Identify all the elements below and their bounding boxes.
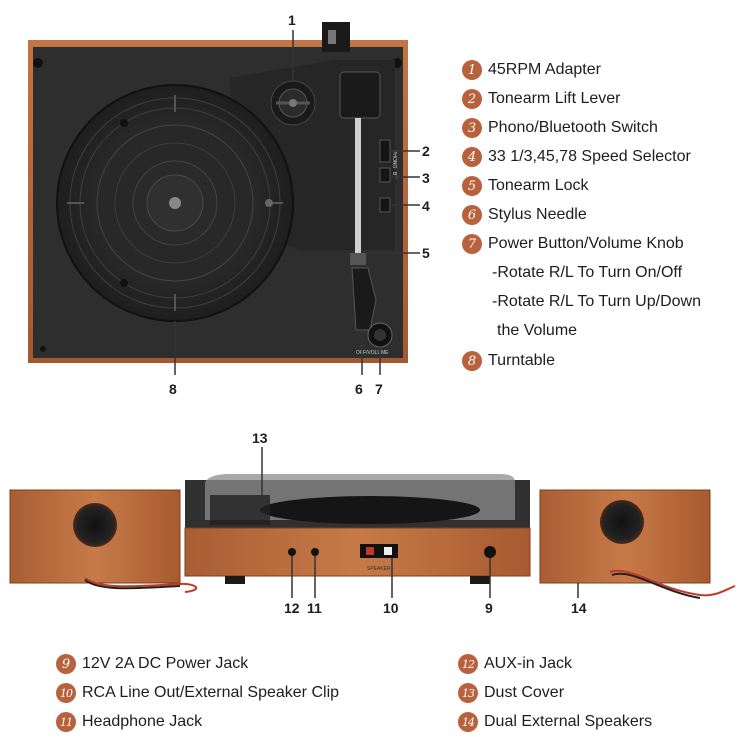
legend-item-4: 4 33 1/3,45,78 Speed Selector — [462, 145, 691, 169]
legend-item-11: 11 Headphone Jack — [56, 710, 202, 734]
legend-item-5: 5 Tonearm Lock — [462, 174, 589, 198]
left-speaker-port-icon — [73, 503, 117, 547]
callout-4: 4 — [422, 198, 430, 214]
legend-item-14: 14 Dual External Speakers — [458, 710, 652, 734]
legend-item-3: 3 Phono/Bluetooth Switch — [462, 116, 658, 140]
phono-bt-switch — [379, 167, 391, 183]
spindle — [169, 197, 181, 209]
right-speaker-port-icon — [600, 500, 644, 544]
legend-label: AUX-in Jack — [484, 655, 573, 672]
callout-14: 14 — [571, 600, 587, 616]
stylus-headshell — [351, 267, 377, 331]
legend-label: Dual External Speakers — [484, 713, 653, 730]
number-badge-icon: 14 — [458, 712, 478, 732]
legend-subtext: -Rotate R/L To Turn On/Off — [492, 264, 683, 281]
callout-10: 10 — [383, 600, 399, 616]
legend-label: Turntable — [488, 352, 555, 369]
callout-3: 3 — [422, 170, 430, 186]
callout-8: 8 — [169, 381, 177, 397]
speed-selector — [379, 197, 391, 213]
legend-item-9: 9 12V 2A DC Power Jack — [56, 652, 248, 676]
legend-item-13: 13 Dust Cover — [458, 681, 564, 705]
legend-label: 33 1/3,45,78 Speed Selector — [488, 148, 691, 165]
legend-label: Headphone Jack — [82, 713, 203, 730]
turntable-front-panel — [184, 527, 531, 577]
number-badge-icon: 7 — [462, 234, 482, 254]
legend-item-10: 10 RCA Line Out/External Speaker Clip — [56, 681, 339, 705]
legend-label: 45RPM Adapter — [488, 61, 601, 78]
lift-lever — [379, 139, 391, 163]
number-badge-icon: 11 — [56, 712, 76, 732]
legend-label: Phono/Bluetooth Switch — [488, 119, 658, 136]
callout-12: 12 — [284, 600, 300, 616]
number-badge-icon: 4 — [462, 147, 482, 167]
tonearm — [355, 118, 361, 253]
callout-1: 1 — [288, 12, 296, 28]
callout-7: 7 — [375, 381, 383, 397]
legend-item-8: 8 Turntable — [462, 349, 555, 373]
speaker-label: SPEAKER — [367, 566, 391, 572]
tonearm-lock — [350, 253, 366, 265]
legend-label: Tonearm Lift Lever — [488, 90, 621, 107]
number-badge-icon: 6 — [462, 205, 482, 225]
callout-5: 5 — [422, 245, 430, 261]
headphone-jack-icon — [311, 548, 319, 556]
callout-2: 2 — [422, 143, 430, 159]
speaker-cable — [84, 577, 198, 593]
legend-subtext: the Volume — [497, 322, 578, 339]
legend-item-12: 12 AUX-in Jack — [458, 652, 572, 676]
callout-11: 11 — [307, 600, 322, 616]
dc-jack-icon — [484, 546, 496, 558]
aux-jack-icon — [288, 548, 296, 556]
legend-label: Tonearm Lock — [488, 177, 589, 194]
number-badge-icon: 8 — [462, 351, 482, 371]
callout-9: 9 — [485, 600, 493, 616]
legend-label: Stylus Needle — [488, 206, 587, 223]
speaker-cable — [609, 569, 736, 597]
tonearm-counterweight — [339, 71, 381, 119]
legend-item-1: 1 45RPM Adapter — [462, 58, 601, 82]
legend-label: RCA Line Out/External Speaker Clip — [82, 684, 340, 701]
callout-6: 6 — [355, 381, 363, 397]
number-badge-icon: 2 — [462, 89, 482, 109]
number-badge-icon: 3 — [462, 118, 482, 138]
callout-13: 13 — [252, 430, 268, 446]
number-badge-icon: 9 — [56, 654, 76, 674]
legend-label: Power Button/Volume Knob — [488, 235, 684, 252]
volume-label: OFF/VOLUME — [356, 350, 389, 356]
number-badge-icon: 12 — [458, 654, 478, 674]
platter-front — [260, 496, 480, 524]
legend-label: 12V 2A DC Power Jack — [82, 655, 249, 672]
bt-label: BT — [391, 172, 397, 178]
corner-foot — [33, 58, 43, 68]
front-view: SPEAKER — [9, 447, 736, 599]
legend-subtext: -Rotate R/L To Turn Up/Down — [492, 293, 701, 310]
number-badge-icon: 5 — [462, 176, 482, 196]
legend-item-6: 6 Stylus Needle — [462, 203, 587, 227]
number-badge-icon: 13 — [458, 683, 478, 703]
legend-label: Dust Cover — [484, 684, 565, 701]
number-badge-icon: 10 — [56, 683, 76, 703]
legend-item-2: 2 Tonearm Lift Lever — [462, 87, 621, 111]
turntable-top-view: PHONO BT OFF/VOLUME — [28, 22, 420, 375]
number-badge-icon: 1 — [462, 60, 482, 80]
phono-label: PHONO — [391, 150, 397, 168]
legend-item-7: 7 Power Button/Volume Knob — [462, 232, 684, 256]
rca-clip-icon — [360, 544, 398, 558]
